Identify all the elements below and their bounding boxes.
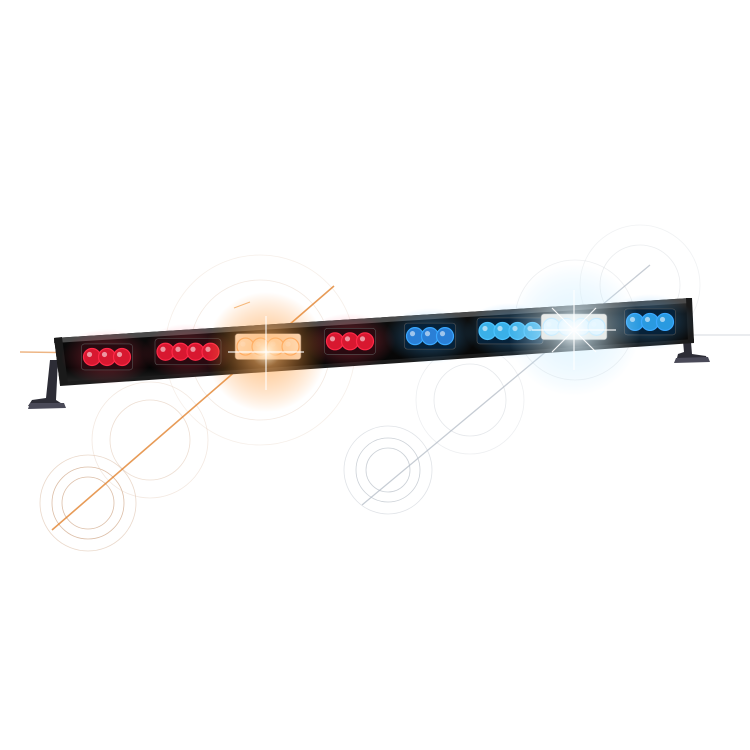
led-lens <box>435 327 455 346</box>
led-module-red <box>324 327 376 355</box>
led-highlight <box>344 336 351 342</box>
led-module-blue <box>404 322 456 350</box>
led-highlight <box>659 316 666 323</box>
led-highlight <box>409 331 416 337</box>
led-highlight <box>160 346 166 352</box>
led-highlight <box>497 325 503 332</box>
strobe-flares <box>206 264 640 412</box>
led-highlight <box>190 346 196 352</box>
led-highlight <box>482 325 488 332</box>
led-highlight <box>644 316 651 323</box>
led-highlight <box>359 336 366 342</box>
led-highlight <box>86 351 93 358</box>
led-highlight <box>439 331 446 337</box>
led-highlight <box>329 336 336 342</box>
led-lens <box>355 332 375 351</box>
lens-flare-effects <box>19 224 750 552</box>
led-highlight <box>101 351 108 358</box>
led-highlight <box>175 346 181 352</box>
led-highlight <box>424 331 431 337</box>
led-lens <box>655 312 675 332</box>
led-module-red <box>81 343 133 371</box>
left-bracket <box>28 360 64 408</box>
led-highlight <box>116 351 123 358</box>
led-lens <box>112 347 132 367</box>
mounting-brackets <box>28 330 710 409</box>
